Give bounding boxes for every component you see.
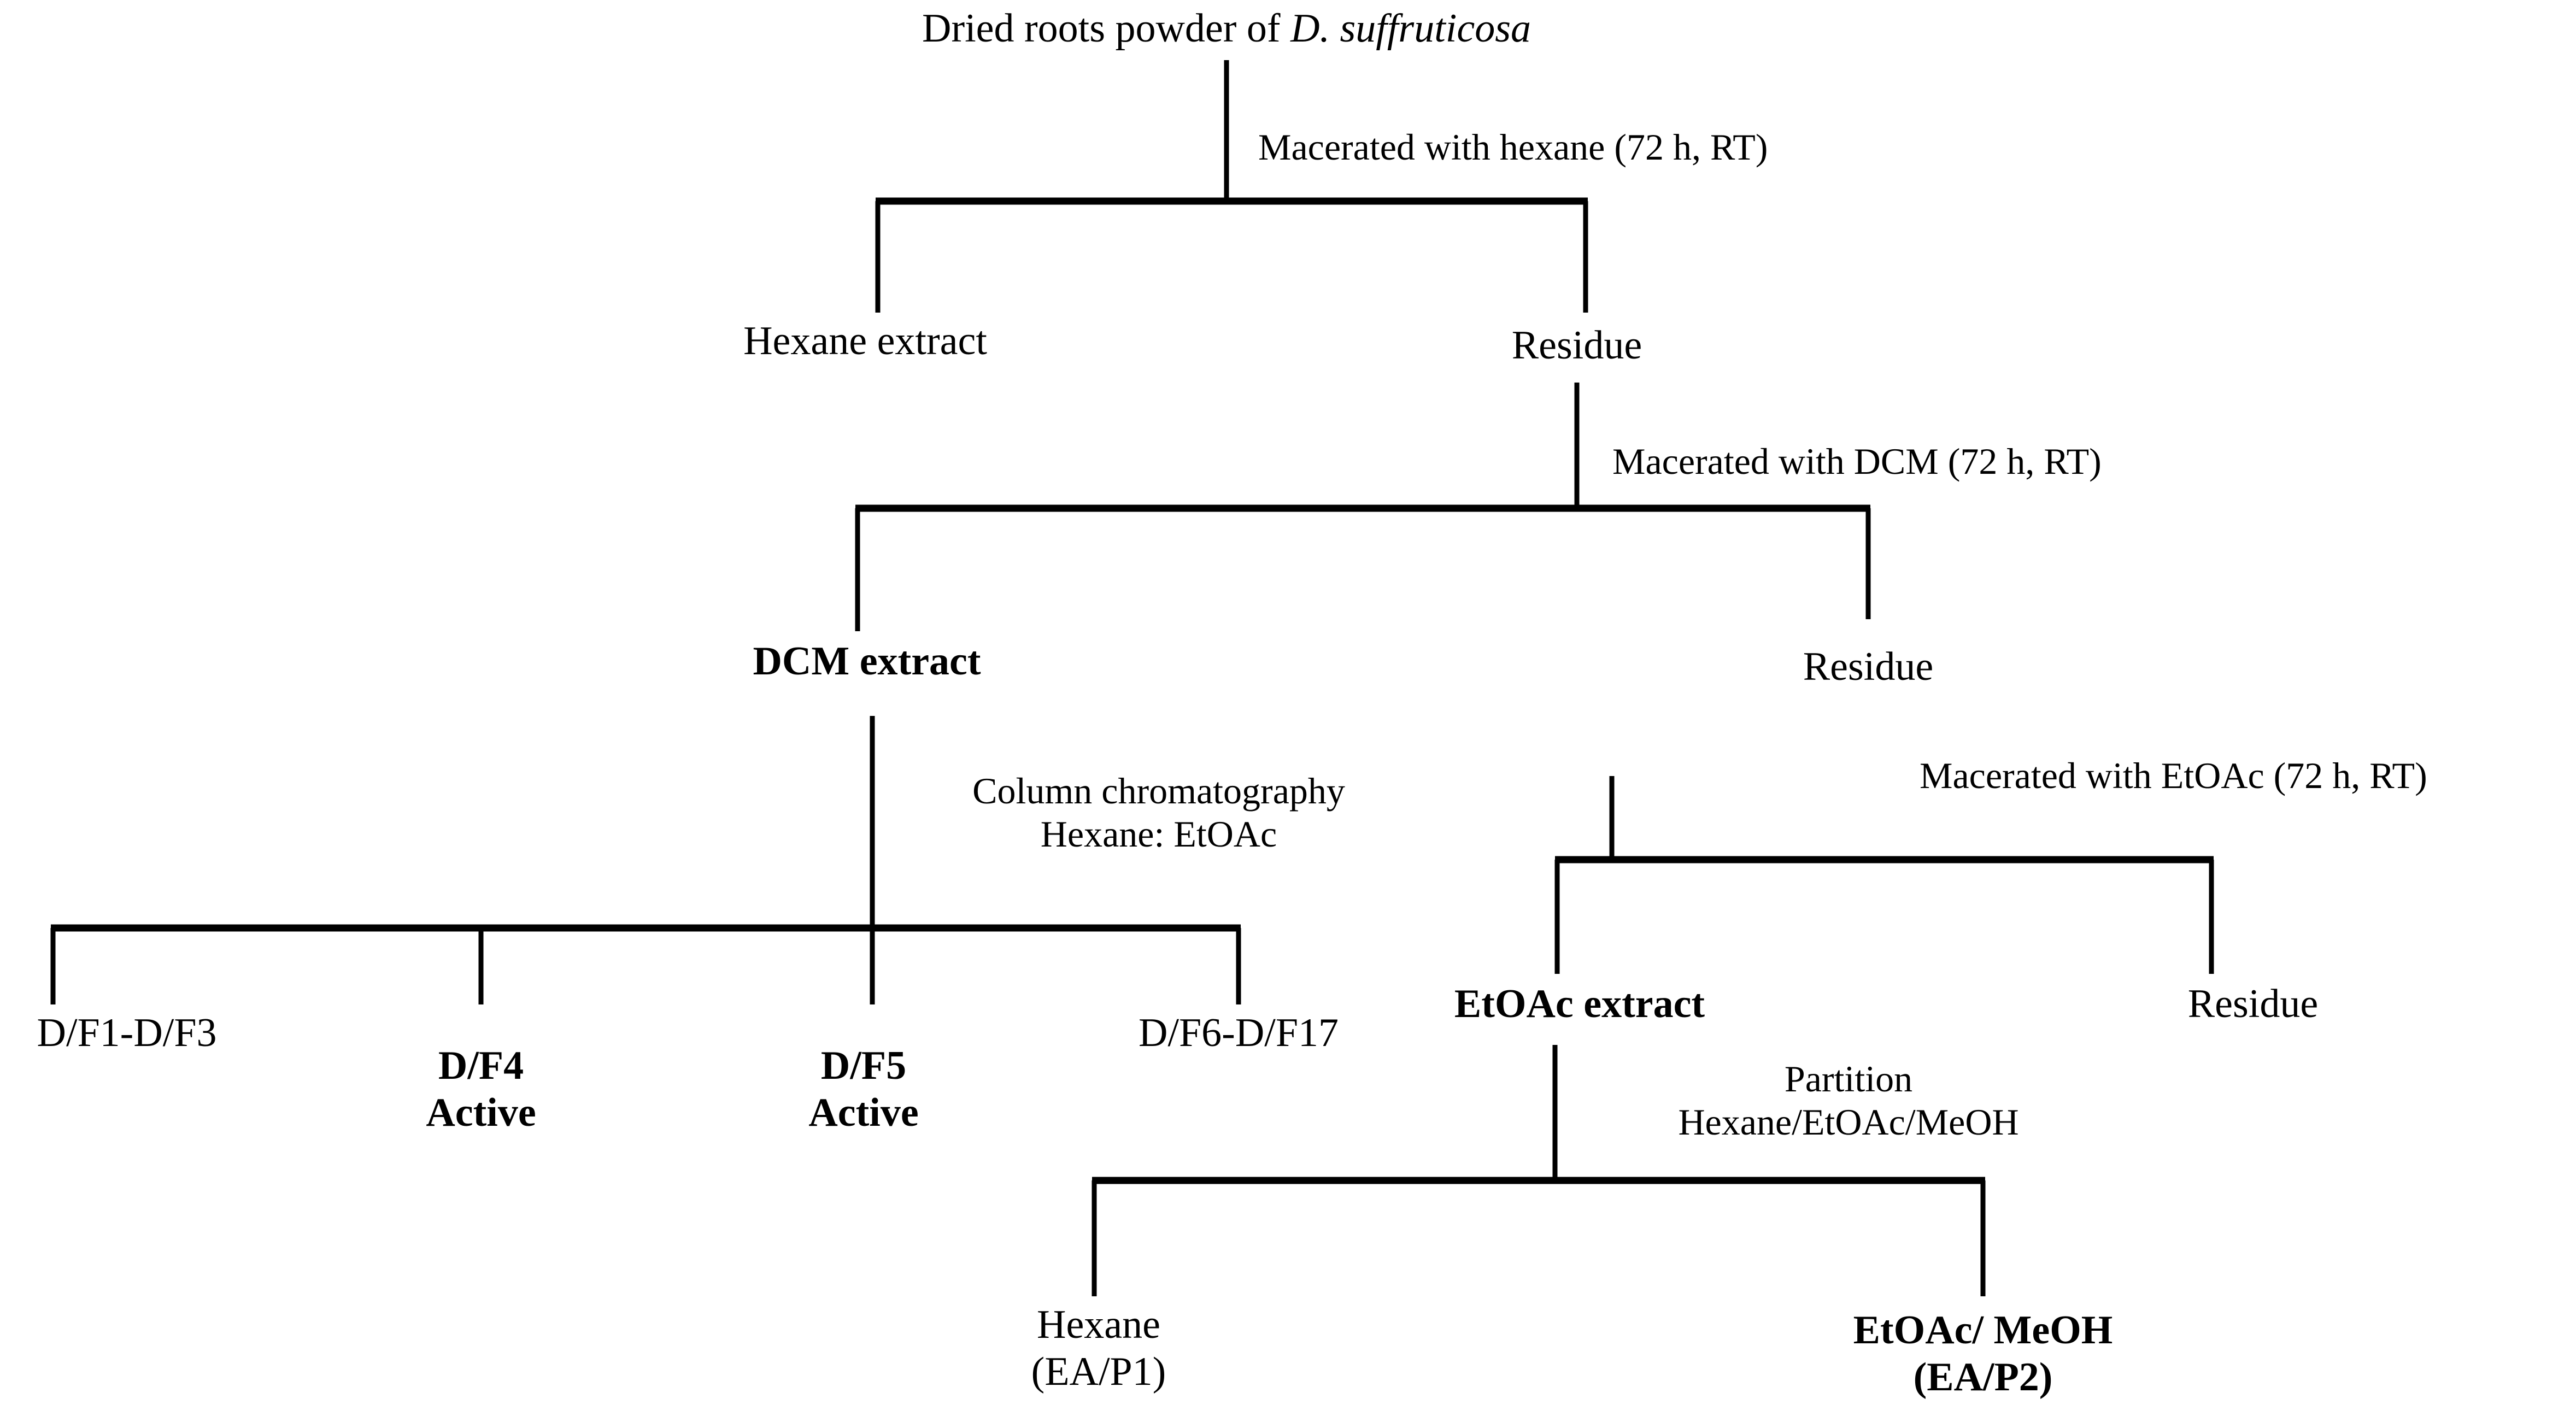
node-partition-etoac-meoh: EtOAc/ MeOH(EA/P2) (1853, 1307, 2113, 1401)
node-hexane-extract: Hexane extract (743, 319, 987, 363)
node-partition-hexane-name: Hexane (1037, 1302, 1160, 1347)
edge-label-macerate-hexane: Macerated with hexane (72 h, RT) (1258, 126, 1768, 168)
edge-label-partition-line1: Partition (1784, 1058, 1913, 1100)
node-partition-etoac-meoh-name: EtOAc/ MeOH (1853, 1308, 2113, 1353)
node-fraction-f4-name: D/F4 (438, 1043, 524, 1088)
edge-label-column-chromatography-line2: Hexane: EtOAc (1040, 813, 1277, 855)
node-root-species: D. suffruticosa (1290, 6, 1531, 51)
node-fraction-f6-f17: D/F6-D/F17 (1139, 1010, 1339, 1055)
edge-label-macerate-dcm: Macerated with DCM (72 h, RT) (1612, 440, 2102, 482)
node-residue-2: Residue (1803, 644, 1934, 689)
node-fraction-f5-name: D/F5 (820, 1043, 907, 1088)
node-dcm-extract: DCM extract (753, 639, 981, 684)
node-fraction-f5-status: Active (808, 1090, 919, 1135)
node-partition-etoac-meoh-code: (EA/P2) (1913, 1354, 2053, 1400)
edge-label-partition-line2: Hexane/EtOAc/MeOH (1678, 1101, 2019, 1143)
node-partition-hexane: Hexane(EA/P1) (1031, 1302, 1166, 1396)
edge-label-macerate-etoac: Macerated with EtOAc (72 h, RT) (1920, 755, 2427, 796)
node-root: Dried roots powder of D. suffruticosa (922, 5, 1531, 52)
node-root-prefix: Dried roots powder of (922, 6, 1291, 51)
node-partition-hexane-code: (EA/P1) (1031, 1349, 1166, 1394)
node-etoac-extract: EtOAc extract (1454, 982, 1705, 1026)
node-fraction-f4-status: Active (426, 1090, 536, 1135)
node-fraction-f1-f3: D/F1-D/F3 (37, 1010, 217, 1055)
edge-label-column-chromatography-line1: Column chromatography (972, 770, 1345, 812)
node-residue-1: Residue (1511, 323, 1642, 368)
node-residue-3: Residue (2187, 982, 2319, 1026)
